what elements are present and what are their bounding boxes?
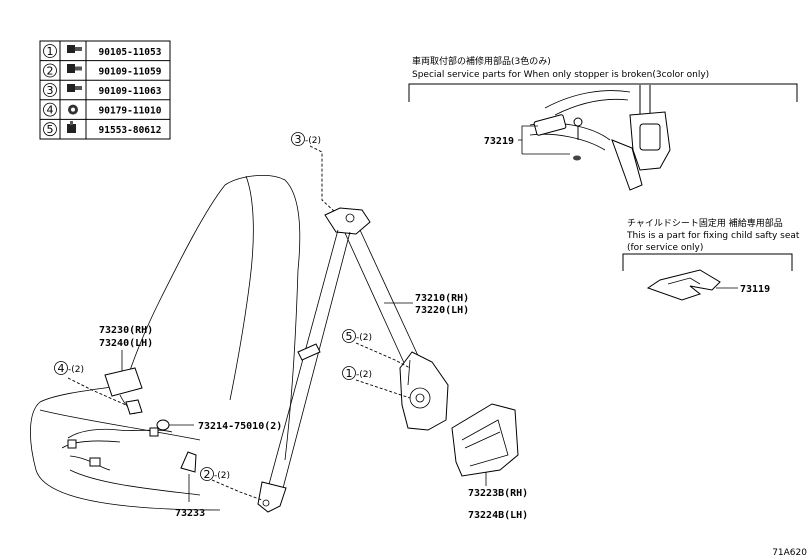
callout-3: 3 -(2): [291, 132, 336, 213]
fastener-row: 3 90109-11063: [43, 83, 162, 97]
fastener-row: 4 90179-11010: [43, 102, 162, 117]
callout-1: 1 -(2): [342, 366, 411, 399]
callout-number: 4: [58, 362, 65, 375]
part-number-73220: 73220(LH): [415, 305, 469, 316]
callout-qty: -(2): [214, 471, 230, 481]
child-note-en: This is a part for fixing child safty se…: [626, 231, 800, 241]
callout-qty: -(2): [356, 333, 372, 343]
part-number-73233: 73233: [175, 508, 205, 519]
fastener-part-number: 91553-80612: [99, 125, 162, 136]
fastener-row: 2 90109-11059: [43, 63, 162, 78]
bolt-icon: [67, 45, 82, 53]
stopper-detail-illustration: [529, 85, 671, 191]
clip-73214: 73214-75010(2): [156, 419, 282, 432]
child-seat-note: チャイルドシート固定用 補給専用部品 This is a part for fi…: [622, 217, 800, 271]
fastener-index: 2: [47, 65, 54, 78]
part-number-73219: 73219: [484, 136, 514, 147]
fastener-index: 4: [47, 104, 54, 117]
child-anchor-bracket-73119: 73119: [646, 269, 770, 301]
part-number-73119: 73119: [740, 284, 770, 295]
fastener-row: 5 91553-80612: [43, 121, 162, 136]
fastener-row: 1 90105-11053: [43, 44, 162, 58]
callout-4: 4 -(2): [54, 361, 127, 406]
bolt-icon: [67, 84, 82, 92]
part-number-73230: 73230(RH): [99, 325, 153, 336]
part-number-73224b: 73224B(LH): [468, 510, 528, 521]
callout-qty: -(2): [68, 365, 84, 375]
nut-icon: [68, 104, 78, 115]
special-note-en: Special service parts for When only stop…: [412, 70, 709, 80]
special-note-jp: 車両取付部の補修用部品(3色のみ): [412, 55, 551, 67]
retractor-cover-73223b: 73223B(RH) 73224B(LH): [451, 403, 528, 521]
buckle-73230: 73230(RH) 73240(LH): [99, 325, 153, 415]
seat-outline: [30, 175, 301, 511]
child-note-jp: チャイルドシート固定用 補給専用部品: [627, 217, 783, 229]
callout-number: 5: [346, 330, 353, 343]
diagram-code: 71A620: [772, 548, 807, 558]
bolt-icon: [67, 121, 76, 133]
callout-number: 2: [204, 468, 211, 481]
callout-number: 3: [295, 133, 302, 146]
bolt-icon: [67, 64, 82, 73]
special-service-note: 車両取付部の補修用部品(3色のみ) Special service parts …: [408, 55, 798, 102]
part-number-73223b: 73223B(RH): [468, 488, 528, 499]
fastener-part-number: 90109-11063: [99, 86, 162, 97]
callout-5: 5 -(2): [342, 329, 411, 369]
wire-harness: [61, 427, 173, 471]
cover-73233: 73233: [175, 451, 205, 519]
part-number-73210: 73210(RH): [415, 293, 469, 304]
callout-2: 2 -(2): [200, 467, 263, 501]
fastener-part-number: 90179-11010: [99, 106, 162, 117]
label-73210-73220: 73210(RH) 73220(LH): [384, 293, 469, 316]
callout-qty: -(2): [356, 370, 372, 380]
fastener-part-number: 90109-11059: [99, 67, 162, 78]
callout-number: 1: [346, 367, 353, 380]
fastener-table: 1 90105-11053 2 90109-11059 3 90109-1106: [39, 40, 171, 140]
label-73219: 73219: [484, 125, 570, 155]
fastener-index: 3: [47, 84, 54, 97]
callout-qty: -(2): [305, 136, 321, 146]
child-note-service: (for service only): [627, 243, 703, 253]
seat-belt-assembly: [257, 207, 449, 513]
fastener-part-number: 90105-11053: [99, 47, 162, 58]
fastener-index: 5: [47, 123, 54, 136]
part-number-73240: 73240(LH): [99, 338, 153, 349]
part-number-73214: 73214-75010(2): [198, 421, 282, 432]
fastener-index: 1: [47, 45, 54, 58]
